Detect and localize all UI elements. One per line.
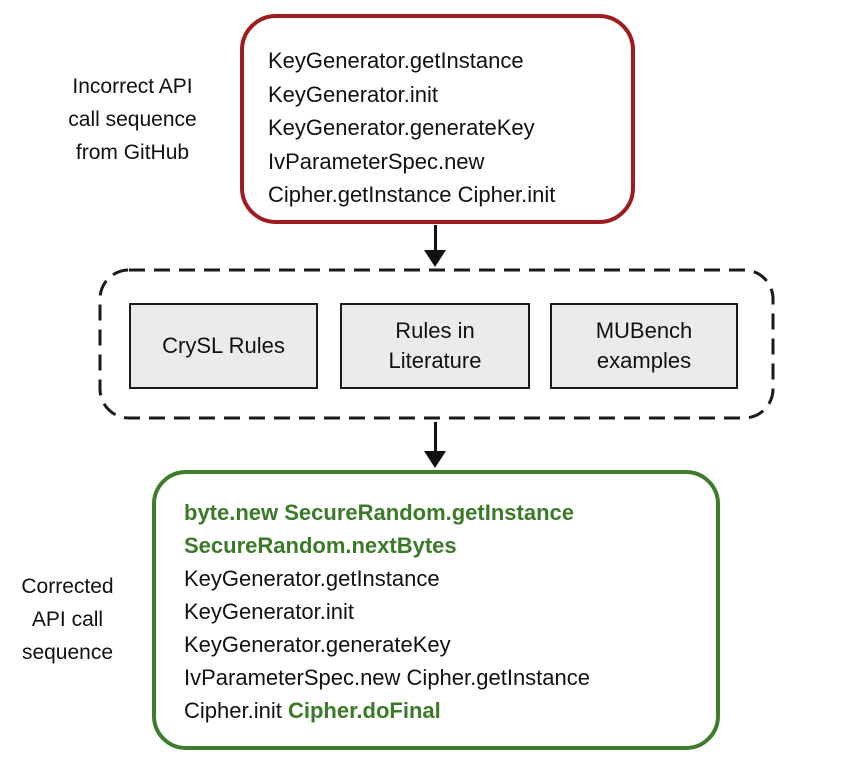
rules-box-mubench: MUBench examples [550, 303, 738, 389]
label-line: Incorrect API [72, 75, 193, 98]
api-call-line: Cipher.getInstance Cipher.init [268, 182, 556, 207]
api-call-line: Cipher.init Cipher.doFinal [184, 694, 702, 727]
arrow-line [434, 422, 437, 451]
api-call: KeyGenerator.getInstance [184, 566, 440, 591]
label-line: API call [31, 608, 104, 631]
down-arrow-icon [424, 451, 446, 468]
label-line: Corrected [21, 575, 114, 598]
label-line: call sequence [68, 108, 197, 131]
corrected-api-call: byte.new SecureRandom.getInstance [184, 500, 574, 525]
label-line: sequence [21, 641, 114, 664]
api-call-line: KeyGenerator.init [184, 595, 702, 628]
api-call: IvParameterSpec.new Cipher.getInstance [184, 665, 591, 690]
api-call-line: KeyGenerator.init [268, 81, 438, 107]
api-call: Cipher.init [184, 698, 288, 723]
corrected-api-call: SecureRandom.nextBytes [184, 533, 457, 558]
api-call-line: byte.new SecureRandom.getInstance [184, 496, 702, 529]
api-call-line: KeyGenerator.generateKey [184, 628, 702, 661]
api-call: KeyGenerator.generateKey [184, 632, 451, 657]
api-call: KeyGenerator.init [184, 599, 354, 624]
rules-box-label: CrySL Rules [162, 333, 285, 358]
api-call-line: IvParameterSpec.new Cipher.getInstance [184, 661, 702, 694]
rules-box-crysl: CrySL Rules [129, 303, 318, 389]
api-call-line: KeyGenerator.getInstance [268, 48, 524, 73]
api-call-line: KeyGenerator.generateKey [268, 115, 535, 140]
rules-container [98, 268, 775, 420]
rules-box-label: MUBench examples [595, 318, 693, 373]
dashed-border [98, 268, 775, 420]
corrected-api-call: Cipher.doFinal [287, 698, 441, 723]
incorrect-sequence-label: Incorrect API call sequence from GitHub [40, 70, 225, 169]
api-call-line: SecureRandom.nextBytes [184, 529, 702, 562]
rules-box-label: Rules in Literature [388, 318, 482, 373]
api-call-line: KeyGenerator.getInstance [184, 562, 702, 595]
label-line: from GitHub [75, 141, 190, 164]
rules-box-literature: Rules in Literature [340, 303, 530, 389]
arrow-line [434, 225, 437, 252]
down-arrow-icon [424, 250, 446, 267]
api-call-line: IvParameterSpec.new [268, 148, 485, 174]
